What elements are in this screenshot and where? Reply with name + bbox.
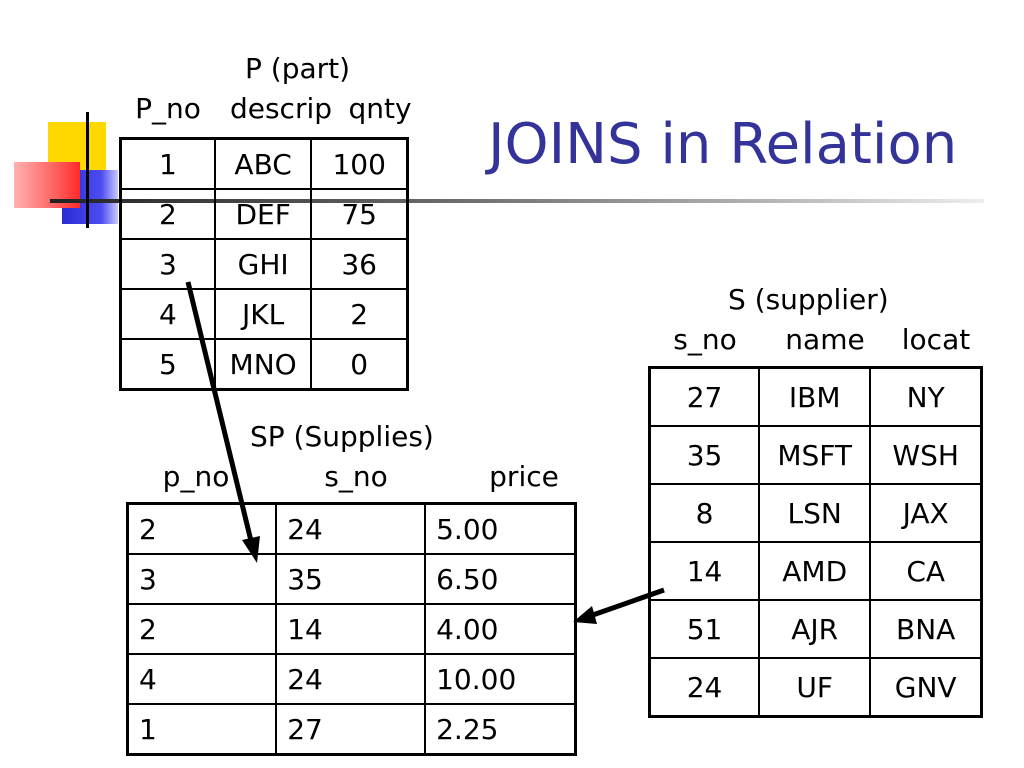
arrow-part-to-supplies bbox=[185, 281, 260, 563]
part-table-cell: 3 bbox=[119, 238, 216, 290]
supplier-table-cell: IBM bbox=[758, 366, 872, 427]
supplier-table-cell: MSFT bbox=[758, 425, 872, 485]
arrow-head-down bbox=[242, 536, 260, 563]
part-table-cell: 1 bbox=[119, 137, 216, 190]
supplies-table-cell: 14 bbox=[275, 603, 427, 655]
supplier-table-cell: LSN bbox=[758, 483, 872, 543]
part-table-cell: 0 bbox=[310, 338, 409, 391]
part-table-caption: P (part) bbox=[245, 52, 351, 85]
supplies-table-caption: SP (Supplies) bbox=[250, 420, 434, 453]
supplier-table-cell: 14 bbox=[648, 541, 761, 601]
part-table-cell: 36 bbox=[310, 238, 409, 290]
supplier-table-cell: NY bbox=[869, 366, 983, 427]
part-header-pno: P_no bbox=[135, 92, 201, 125]
slide-title: JOINS in Relation bbox=[488, 112, 958, 177]
supplier-table-cell: 51 bbox=[648, 599, 761, 659]
supplier-table-cell: CA bbox=[869, 541, 983, 601]
supplies-table-cell: 27 bbox=[275, 703, 427, 756]
supplier-table-cell: 8 bbox=[648, 483, 761, 543]
supplier-table-cell: 35 bbox=[648, 425, 761, 485]
part-table-cell: ABC bbox=[213, 137, 313, 190]
part-table-cell: 2 bbox=[119, 188, 216, 240]
part-table-cell: 5 bbox=[119, 338, 216, 391]
supplies-table-cell: 2.25 bbox=[424, 703, 577, 756]
supplier-table-cell: JAX bbox=[869, 483, 983, 543]
supplies-header-price: price bbox=[489, 460, 559, 493]
part-header-qnty: qnty bbox=[348, 92, 412, 125]
supplies-table-cell: 3 bbox=[126, 553, 278, 605]
part-table-cell: 2 bbox=[310, 288, 409, 340]
part-table-cell: JKL bbox=[213, 288, 313, 340]
supplies-table-cell: 1 bbox=[126, 703, 278, 756]
part-header-descrip: descrip bbox=[229, 92, 333, 125]
supplier-table-caption: S (supplier) bbox=[728, 283, 889, 316]
supplier-table-cell: GNV bbox=[869, 657, 983, 718]
supplier-header-locat: locat bbox=[901, 323, 971, 356]
supplies-table-cell: 5.00 bbox=[424, 502, 577, 555]
supplier-table-cell: UF bbox=[758, 657, 872, 718]
supplies-header-pno: p_no bbox=[162, 460, 230, 493]
logo-vertical-line bbox=[86, 112, 89, 228]
supplier-table-cell: AMD bbox=[758, 541, 872, 601]
title-divider-line bbox=[50, 199, 984, 203]
supplier-table-cell: AJR bbox=[758, 599, 872, 659]
part-table-cell: DEF bbox=[213, 188, 313, 240]
supplier-table-cell: WSH bbox=[869, 425, 983, 485]
part-table-cell: GHI bbox=[213, 238, 313, 290]
supplier-table-cell: 24 bbox=[648, 657, 761, 718]
supplier-table-cell: BNA bbox=[869, 599, 983, 659]
supplies-table-cell: 24 bbox=[275, 653, 427, 705]
supplies-table-cell: 4 bbox=[126, 653, 278, 705]
supplies-table-cell: 6.50 bbox=[424, 553, 577, 605]
supplier-header-sno: s_no bbox=[673, 323, 737, 356]
arrow-supplier-to-supplies bbox=[573, 587, 665, 624]
arrow-head-left bbox=[573, 606, 597, 624]
supplier-table-cell: 27 bbox=[648, 366, 761, 427]
supplies-table-cell: 4.00 bbox=[424, 603, 577, 655]
supplier-header-name: name bbox=[785, 323, 865, 356]
part-table-cell: MNO bbox=[213, 338, 313, 391]
supplies-table-cell: 35 bbox=[275, 553, 427, 605]
supplies-table-cell: 2 bbox=[126, 603, 278, 655]
supplies-table-cell: 10.00 bbox=[424, 653, 577, 705]
part-table-cell: 100 bbox=[310, 137, 409, 190]
supplies-table-cell: 24 bbox=[275, 502, 427, 555]
supplies-header-sno: s_no bbox=[324, 460, 388, 493]
part-table-cell: 75 bbox=[310, 188, 409, 240]
